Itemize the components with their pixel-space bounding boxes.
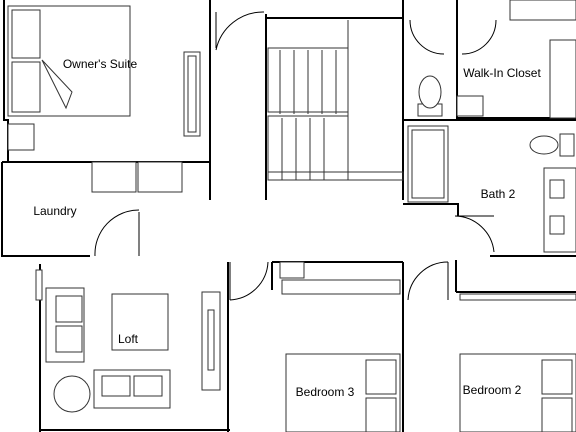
pillow: [365, 359, 397, 395]
staircase: [267, 20, 404, 181]
room-label-owners-suite: Owner's Suite: [63, 57, 138, 71]
window-ledge: [35, 269, 43, 301]
sink: [549, 215, 565, 235]
pillow: [541, 359, 573, 395]
ottoman: [53, 375, 91, 413]
room-label-bath-2: Bath 2: [481, 187, 516, 201]
doors: [94, 11, 497, 301]
cabinet-inner: [207, 309, 215, 371]
sink: [549, 179, 565, 199]
washer: [91, 161, 137, 193]
coffee-table: [111, 293, 169, 351]
closet-shelf: [456, 95, 484, 117]
room-label-bedroom-3: Bedroom 3: [296, 385, 355, 399]
sofa-cushion: [55, 325, 83, 353]
stair-railing: [267, 171, 404, 181]
door-swing: [229, 261, 269, 301]
pillow: [11, 61, 41, 113]
room-label-walk-in-closet: Walk-In Closet: [463, 66, 541, 80]
door-swing: [94, 209, 140, 257]
shower: [509, 0, 576, 21]
bath-bottom-wall: [403, 203, 459, 216]
dryer: [137, 161, 183, 193]
door-swing: [215, 11, 265, 51]
dresser-top: [187, 55, 197, 133]
pillow: [365, 397, 397, 432]
pillow: [541, 397, 573, 432]
bath-fixtures: [407, 0, 576, 253]
nightstand: [7, 123, 35, 151]
toilet-bowl: [529, 135, 559, 155]
sofa-cushion: [55, 295, 83, 323]
room-label-loft: Loft: [118, 332, 139, 346]
closet-shelf: [549, 39, 576, 119]
laundry-appliances: [91, 161, 183, 193]
door-swing: [409, 19, 445, 55]
door-swing: [454, 215, 495, 253]
loveseat-cushion: [101, 375, 131, 397]
room-label-bedroom-2: Bedroom 2: [463, 383, 522, 397]
stair-lower: [267, 115, 349, 181]
closet-rod: [281, 279, 401, 295]
bathtub-inner: [411, 129, 445, 199]
closet-rod: [459, 293, 576, 301]
owners-suite-furniture: [7, 5, 201, 151]
bedroom-furniture: [279, 261, 576, 432]
blanket-fold: [41, 59, 73, 110]
room-label-laundry: Laundry: [33, 204, 76, 218]
pillow: [11, 9, 41, 59]
laundry-wall: [1, 162, 90, 257]
loveseat-cushion: [133, 375, 163, 397]
door-swing: [407, 261, 449, 301]
toilet-tank: [559, 133, 575, 157]
door-swing: [461, 19, 497, 55]
closet-rod: [279, 261, 305, 279]
toilet-bowl: [418, 75, 442, 109]
loft-furniture: [35, 269, 221, 413]
